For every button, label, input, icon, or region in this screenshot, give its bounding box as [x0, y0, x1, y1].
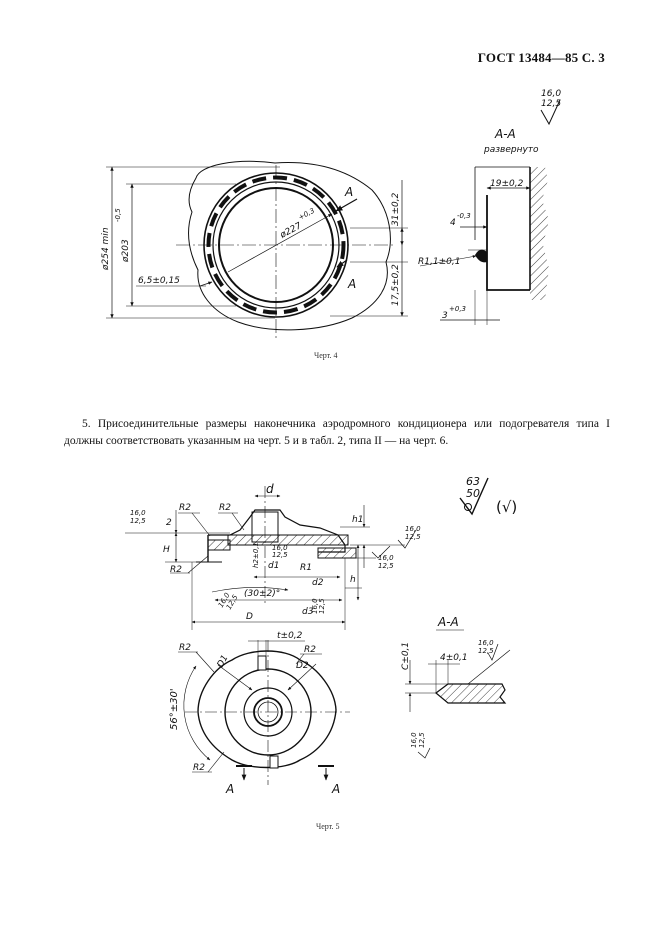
dim-r1-1: R1,1±0,1 [418, 257, 460, 267]
figure4-caption: Черт. 4 [314, 351, 338, 360]
fig4-section-title: А-А [494, 127, 516, 141]
label-angle-56: 56°±30' [169, 688, 180, 730]
plan-r2-c: R2 [193, 763, 205, 773]
dim-31: 31±0,2 [391, 192, 401, 226]
roughness-symbol-top: 16,0 12,5 [540, 89, 561, 126]
rough-r1-a: 16,0 [405, 525, 421, 533]
dim-227-tol: +0,3 [297, 207, 316, 222]
rough-r1-b: 12,5 [405, 533, 421, 541]
dim-227: ø227 [278, 221, 304, 241]
label-d: d [266, 482, 274, 496]
rough-left-a: 16,0 [130, 509, 146, 517]
label-r2-c: R2 [170, 565, 182, 575]
figure5-plan-view: А А t±0,2 D1 D2 R2 R2 R2 56°±30' [169, 631, 350, 796]
sec-rough-a2: 16,0 [410, 732, 418, 748]
plan-marker-a-right: А [331, 782, 340, 796]
label-D: D [246, 612, 253, 622]
plan-r2-b: R2 [304, 645, 316, 655]
dim-6-5: 6,5±0,15 [138, 276, 180, 286]
roughness-top-value1: 16,0 [541, 89, 561, 99]
dim-203: ø203 [121, 239, 131, 263]
rough-big-v1: 63 [466, 475, 480, 488]
label-r1: R1 [300, 563, 312, 573]
fig4-section-subtitle: развернуто [483, 145, 539, 155]
dim-203-tol: -0,5 [114, 208, 122, 222]
rough-mid-a: 16,0 [272, 544, 288, 552]
rough-a2: 16,0 [311, 598, 319, 614]
rough-big-paren: (√) [496, 498, 517, 516]
label-d3: d3 [302, 607, 314, 617]
label-r2-b: R2 [219, 503, 231, 513]
figure4-plan-view: ø254 min ø203 -0,5 ø227 +0,3 6,5±0,15 31… [101, 160, 408, 338]
label-t: t±0,2 [277, 631, 303, 641]
rough-b2: 12,5 [318, 598, 326, 614]
dim-19: 19±0,2 [490, 179, 524, 189]
rough-r2-a: 16,0 [378, 554, 394, 562]
sec-rough-b2: 12,5 [418, 732, 426, 748]
marker-a-top: А [344, 185, 353, 199]
label-D1: D1 [216, 654, 231, 670]
label-h: h [350, 575, 356, 585]
dim-3-tol: +0,3 [449, 305, 466, 313]
rough-left-b: 12,5 [130, 517, 146, 525]
plan-r2-a: R2 [179, 643, 191, 653]
figure5-roughness-big: 63 50 (√) [459, 475, 517, 516]
plan-marker-a-left: А [225, 782, 234, 796]
label-D2: D2 [296, 661, 309, 671]
rough-big-v2: 50 [466, 487, 480, 500]
dim-4: 4 [450, 218, 456, 228]
dim-17-5: 17,5±0,2 [391, 264, 401, 306]
body-paragraph: 5. Присоединительные размеры наконечника… [64, 418, 610, 447]
dim-4-tol: -0,3 [457, 212, 471, 220]
figure5-caption: Черт. 5 [316, 822, 340, 831]
roughness-top-value2: 12,5 [541, 99, 561, 109]
dim-2: 2 [166, 518, 172, 528]
marker-a-bottom: А [347, 277, 356, 291]
label-h2: h2±0,1 [252, 542, 260, 568]
label-angle-30: (30±2)° [244, 589, 280, 599]
label-c: C±0,1 [401, 642, 411, 670]
label-h1: h1 [352, 515, 363, 525]
label-w4: 4±0,1 [440, 653, 468, 663]
figure5-side-section: 2 H 16,0 12,5 R2 R2 R2 d h2±0,1 d1 16,0 … [125, 482, 421, 630]
dim-3: 3 [442, 311, 448, 321]
label-r2-a: R2 [179, 503, 191, 513]
sec-rough-a: 16,0 [478, 639, 494, 647]
dim-254: ø254 min [101, 227, 111, 271]
label-H: H [163, 545, 170, 555]
page-header: ГОСТ 13484—85 С. 3 [477, 50, 605, 65]
figure4-section-view: А-А развернуто 19±0,2 4 -0,3 R1,1±0,1 3 … [418, 127, 549, 325]
rough-r2-b: 12,5 [378, 562, 394, 570]
sec-rough-b: 12,5 [478, 647, 494, 655]
figure5-section-view: А-А C±0,1 4±0,1 16,0 12,5 16,0 12,5 [401, 615, 511, 759]
rough-mid-b: 12,5 [272, 551, 288, 559]
fig5-section-title: А-А [437, 615, 459, 629]
label-d1: d1 [268, 561, 279, 571]
label-d2: d2 [312, 578, 324, 588]
